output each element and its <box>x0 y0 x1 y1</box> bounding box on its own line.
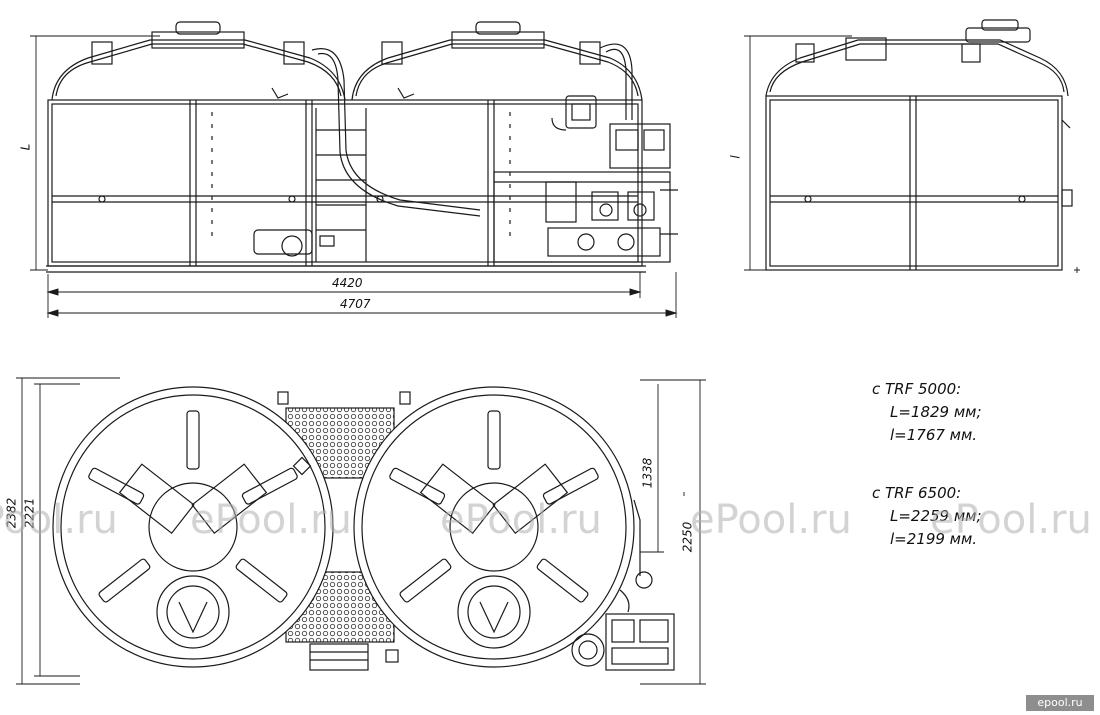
front-pipes <box>311 43 633 217</box>
plan-left-tank <box>52 386 334 668</box>
watermark: ePool.ru <box>190 497 352 543</box>
front-dimension-lines <box>30 35 678 318</box>
spec-line: L=1829 мм; <box>890 403 982 421</box>
watermark: ePool.ru <box>0 497 118 543</box>
front-ladder <box>315 108 367 262</box>
spec-trf-5000: с TRF 5000: L=1829 мм; l=1767 мм. <box>872 378 982 447</box>
dimension-l: l <box>728 155 743 159</box>
front-equipment <box>493 95 678 263</box>
dimension-4707: 4707 <box>340 297 371 311</box>
side-dimension-lines <box>744 35 1080 273</box>
plan-right-tank <box>353 386 635 668</box>
front-view <box>46 21 678 273</box>
dimension-1338: 1338 <box>640 457 655 489</box>
watermark: ePool.ru <box>930 497 1092 543</box>
spec-trf-6500: с TRF 6500: L=2259 мм; l=2199 мм. <box>872 482 982 551</box>
spec-heading: с TRF 6500: <box>872 484 962 502</box>
spec-heading: с TRF 5000: <box>872 380 962 398</box>
spec-line: l=1767 мм. <box>890 426 978 444</box>
front-left-tank <box>51 21 346 101</box>
dimension-4420: 4420 <box>332 276 363 290</box>
side-view <box>765 19 1073 271</box>
epool-logo: epool.ru <box>1026 695 1094 711</box>
plan-equipment <box>571 499 675 671</box>
front-pump <box>253 229 335 257</box>
watermark: ePool.ru <box>440 497 602 543</box>
plan-view <box>52 386 675 671</box>
plan-dimension-lines <box>16 377 706 685</box>
spec-line: l=2199 мм. <box>890 530 978 548</box>
dimension-L: L <box>18 143 33 151</box>
front-frame <box>46 99 646 273</box>
spec-line: L=2259 мм; <box>890 507 982 525</box>
front-right-tank <box>351 21 643 101</box>
watermark: ePool.ru <box>690 497 852 543</box>
